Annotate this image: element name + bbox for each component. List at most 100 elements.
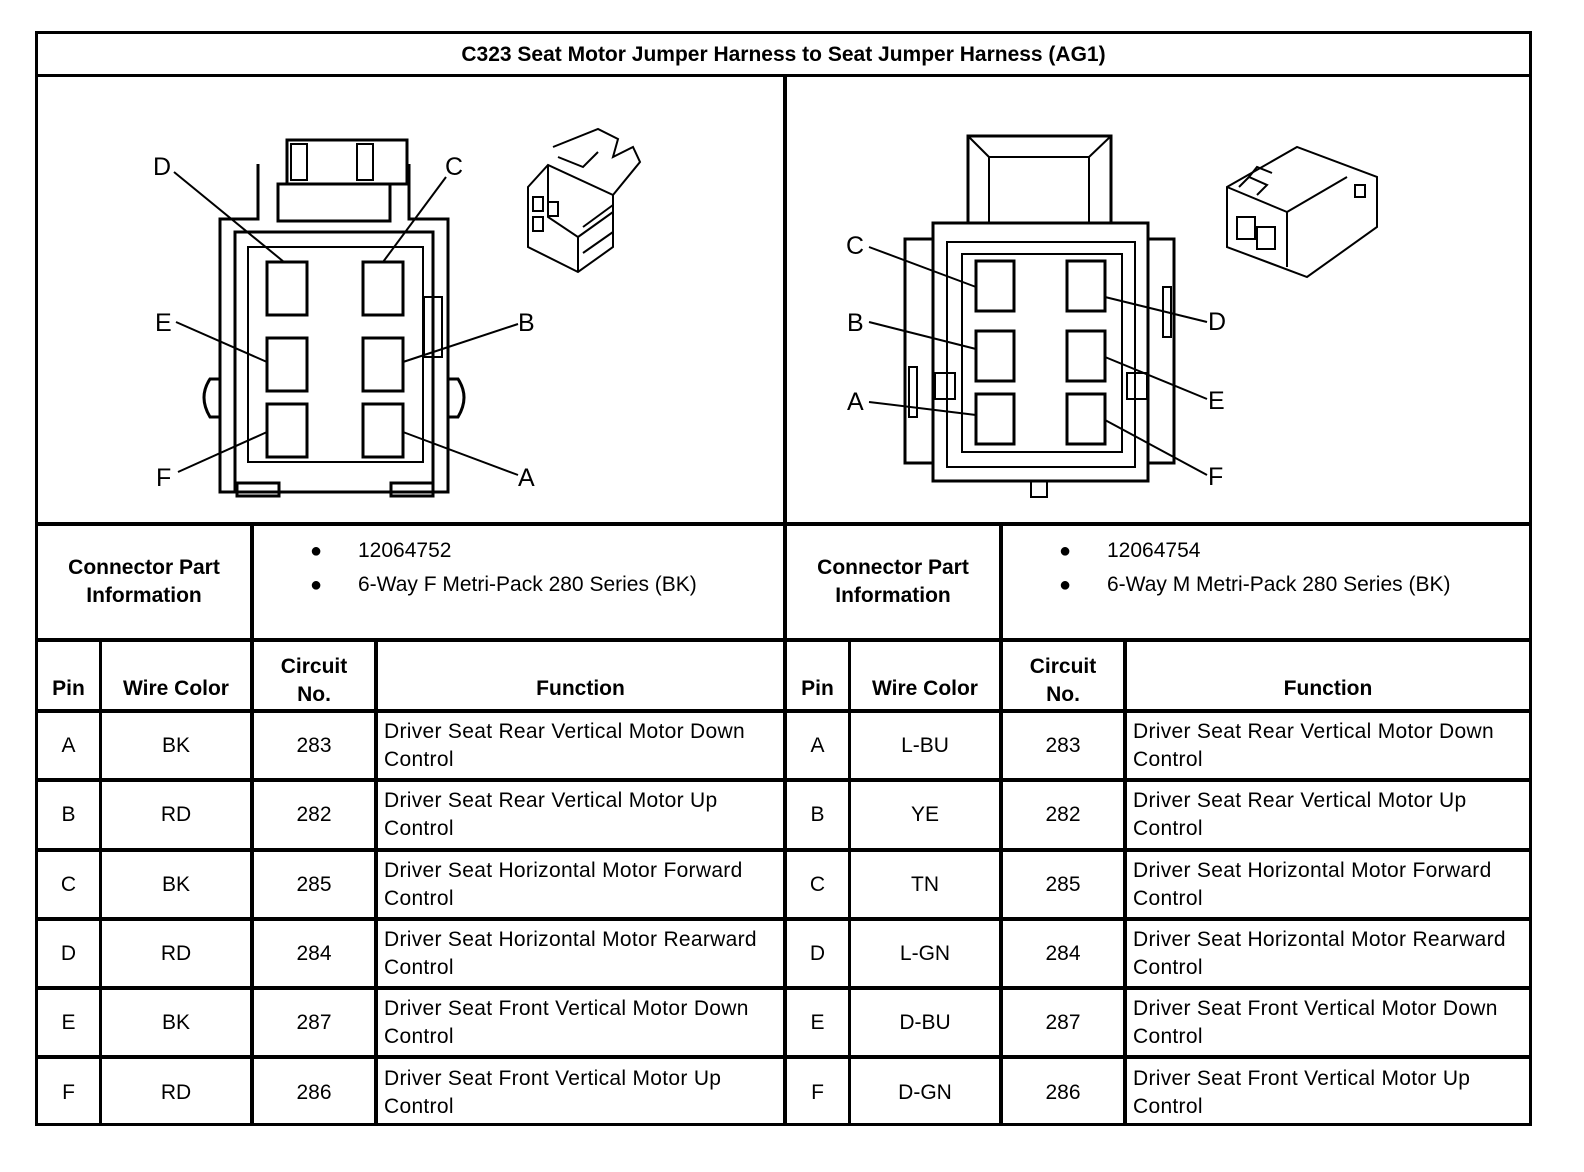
left-label-c: C: [445, 153, 463, 181]
row-divider: [38, 848, 1529, 852]
column-divider: [99, 638, 102, 1126]
right-cpi-list: ● 12064754 ●6-Way M Metri-Pack 280 Series…: [1003, 534, 1529, 602]
right-function-cell: Driver Seat Front Vertical Motor Up Cont…: [1133, 1066, 1471, 1118]
bullet-icon: ●: [1059, 574, 1072, 596]
left-wire-color-cell: RD: [160, 803, 192, 826]
left-wire-color-cell: BK: [161, 1010, 190, 1034]
left-label-a: A: [518, 464, 535, 492]
left-circuit-cell: 286: [296, 1080, 332, 1104]
list-item: ● 12064754: [1003, 534, 1529, 568]
column-divider: [250, 638, 254, 1126]
left-header-circuit: Circuit No.: [280, 655, 348, 706]
left-label-e: E: [155, 309, 172, 337]
connector-sheet: C323 Seat Motor Jumper Harness to Seat J…: [35, 31, 1532, 1126]
right-wire-color-cell: TN: [911, 872, 939, 896]
right-label-a: A: [847, 388, 864, 416]
left-pin-cell: C: [60, 872, 77, 896]
left-circuit-cell: 287: [296, 1010, 332, 1034]
right-circuit-cell: 283: [1045, 733, 1081, 757]
left-pin-cell: B: [61, 803, 76, 826]
bullet-icon: ●: [310, 574, 323, 596]
right-header-pin: Pin: [801, 677, 834, 700]
left-cpi-divider: [250, 522, 254, 642]
right-pin-cell: C: [809, 872, 826, 896]
right-part-number: 12064754: [1107, 539, 1201, 562]
right-cpi-divider: [999, 522, 1003, 642]
right-circuit-cell: 282: [1045, 803, 1081, 826]
left-header-pin: Pin: [52, 677, 85, 700]
column-divider: [374, 638, 378, 1126]
right-function-cell: Driver Seat Front Vertical Motor Down Co…: [1133, 996, 1498, 1048]
right-label-e: E: [1208, 387, 1225, 415]
left-label-b: B: [518, 309, 535, 337]
left-circuit-cell: 284: [296, 941, 332, 965]
right-wire-color-cell: L-GN: [899, 941, 951, 965]
list-item: ●6-Way M Metri-Pack 280 Series (BK): [1003, 568, 1529, 602]
column-divider: [1123, 638, 1127, 1126]
right-circuit-cell: 285: [1045, 872, 1081, 896]
right-header-function: Function: [1283, 677, 1373, 700]
right-pin-cell: B: [810, 803, 825, 826]
right-function-cell: Driver Seat Horizontal Motor Rearward Co…: [1133, 927, 1506, 979]
column-divider: [999, 638, 1003, 1126]
right-label-b: B: [847, 309, 864, 337]
right-function-cell: Driver Seat Rear Vertical Motor Down Con…: [1133, 719, 1494, 771]
right-wire-color-cell: D-GN: [898, 1080, 952, 1104]
right-pin-cell: D: [809, 941, 826, 965]
left-label-d: D: [153, 153, 171, 181]
center-divider: [783, 77, 787, 1126]
left-circuit-cell: 283: [296, 733, 332, 757]
left-cpi-label-text: Connector Part Information: [68, 556, 220, 607]
left-wire-color-cell: RD: [160, 1080, 192, 1104]
left-wire-color-cell: RD: [160, 941, 192, 965]
right-circuit-cell: 287: [1045, 1010, 1081, 1034]
right-connector-diagram: C B A D E F: [787, 77, 1529, 524]
left-header-wire-color: Wire Color: [123, 677, 229, 700]
row-divider: [38, 1055, 1529, 1059]
right-header-wire-color: Wire Color: [872, 677, 978, 700]
column-divider: [848, 638, 851, 1126]
row-divider: [38, 986, 1529, 990]
right-label-f: F: [1208, 463, 1223, 491]
right-pin-cell: F: [811, 1080, 824, 1104]
left-pin-cell: A: [61, 733, 76, 757]
right-circuit-cell: 284: [1045, 941, 1081, 965]
right-function-cell: Driver Seat Rear Vertical Motor Up Contr…: [1133, 789, 1467, 840]
header-divider: [38, 709, 1529, 713]
female-connector-drawing: D C E B F A: [153, 127, 642, 498]
left-wire-color-cell: BK: [161, 872, 190, 896]
right-function-cell: Driver Seat Horizontal Motor Forward Con…: [1133, 858, 1492, 910]
page-title: C323 Seat Motor Jumper Harness to Seat J…: [38, 34, 1529, 77]
row-divider: [38, 917, 1529, 921]
left-pin-cell: E: [61, 1010, 76, 1034]
left-function-cell: Driver Seat Front Vertical Motor Down Co…: [384, 996, 749, 1048]
left-header-function: Function: [536, 677, 625, 700]
left-function-cell: Driver Seat Horizontal Motor Forward Con…: [384, 858, 743, 910]
left-circuit-cell: 282: [296, 803, 332, 826]
right-label-c: C: [846, 232, 864, 260]
right-pin-cell: E: [810, 1010, 825, 1034]
right-cpi-label: Connector Part Information: [787, 526, 999, 638]
list-item: ●12064752: [254, 534, 783, 568]
left-cpi-list: ●12064752 ●6-Way F Metri-Pack 280 Series…: [254, 534, 783, 602]
right-circuit-cell: 286: [1045, 1080, 1081, 1104]
diagram-divider: [38, 522, 1529, 526]
row-divider: [38, 778, 1529, 782]
bullet-icon: ●: [310, 540, 323, 562]
left-pin-cell: F: [62, 1080, 75, 1104]
left-cpi-label: Connector Part Information: [38, 526, 250, 638]
info-divider: [38, 638, 1529, 642]
left-function-cell: Driver Seat Front Vertical Motor Up Cont…: [384, 1066, 722, 1118]
right-header-circuit: Circuit No.: [1029, 655, 1097, 706]
left-function-cell: Driver Seat Horizontal Motor Rearward Co…: [384, 927, 757, 979]
right-label-d: D: [1208, 308, 1226, 336]
left-function-cell: Driver Seat Rear Vertical Motor Up Contr…: [384, 789, 718, 840]
right-wire-color-cell: L-BU: [901, 733, 949, 757]
left-function-cell: Driver Seat Rear Vertical Motor Down Con…: [384, 719, 745, 771]
bullet-icon: ●: [1059, 540, 1072, 562]
left-label-f: F: [156, 464, 171, 492]
right-pin-cell: A: [810, 733, 825, 757]
right-wire-color-cell: YE: [910, 803, 939, 826]
male-connector-drawing: C B A D E F: [846, 134, 1378, 498]
left-pin-cell: D: [60, 941, 77, 965]
